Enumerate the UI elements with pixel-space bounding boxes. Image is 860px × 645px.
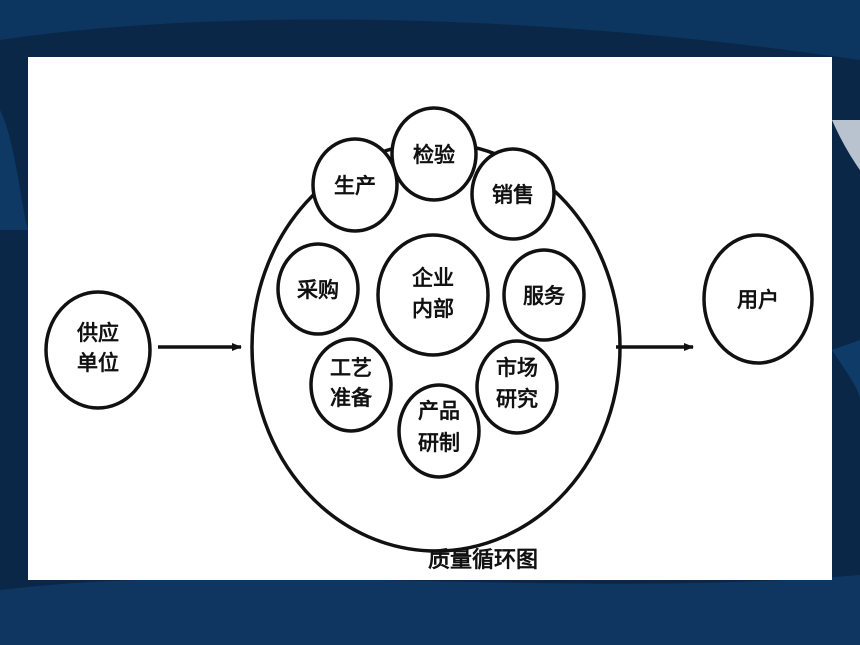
purchasing-label: 采购 — [297, 278, 339, 302]
node-user: 用户 — [702, 233, 814, 365]
node-inspection: 检验 — [390, 106, 478, 202]
node-market-research: 市场 研究 — [475, 339, 559, 435]
node-sales: 销售 — [470, 147, 556, 241]
node-service: 服务 — [502, 248, 586, 342]
market-research-label-line2: 研究 — [496, 387, 538, 411]
quality-cycle-diagram: 供应 单位 用户 企业 内部 检验 生产 — [44, 106, 814, 573]
node-purchasing: 采购 — [276, 242, 360, 336]
node-supplier: 供应 单位 — [44, 290, 152, 410]
sales-label: 销售 — [492, 183, 534, 207]
product-dev-label-line1: 产品 — [418, 399, 460, 423]
diagram-caption: 质量循环图 — [428, 547, 538, 573]
process-prep-label-line1: 工艺 — [330, 356, 372, 380]
product-dev-label-line2: 研制 — [418, 431, 460, 455]
user-label: 用户 — [737, 288, 779, 312]
node-process-preparation: 工艺 准备 — [309, 337, 393, 433]
supplier-label-line1: 供应 — [76, 321, 119, 345]
center-label-line2: 内部 — [412, 297, 454, 321]
process-prep-label-line2: 准备 — [330, 386, 373, 410]
center-label-line1: 企业 — [411, 266, 454, 290]
node-product-development: 产品 研制 — [397, 383, 481, 479]
market-research-label-line1: 市场 — [496, 356, 538, 380]
service-label: 服务 — [523, 284, 566, 308]
node-production: 生产 — [311, 137, 399, 233]
inspection-label: 检验 — [413, 143, 455, 167]
supplier-label-line2: 单位 — [77, 351, 119, 375]
node-enterprise-internal: 企业 内部 — [376, 233, 490, 357]
production-label: 生产 — [334, 174, 376, 198]
diagram-panel: 供应 单位 用户 企业 内部 检验 生产 — [28, 57, 832, 580]
